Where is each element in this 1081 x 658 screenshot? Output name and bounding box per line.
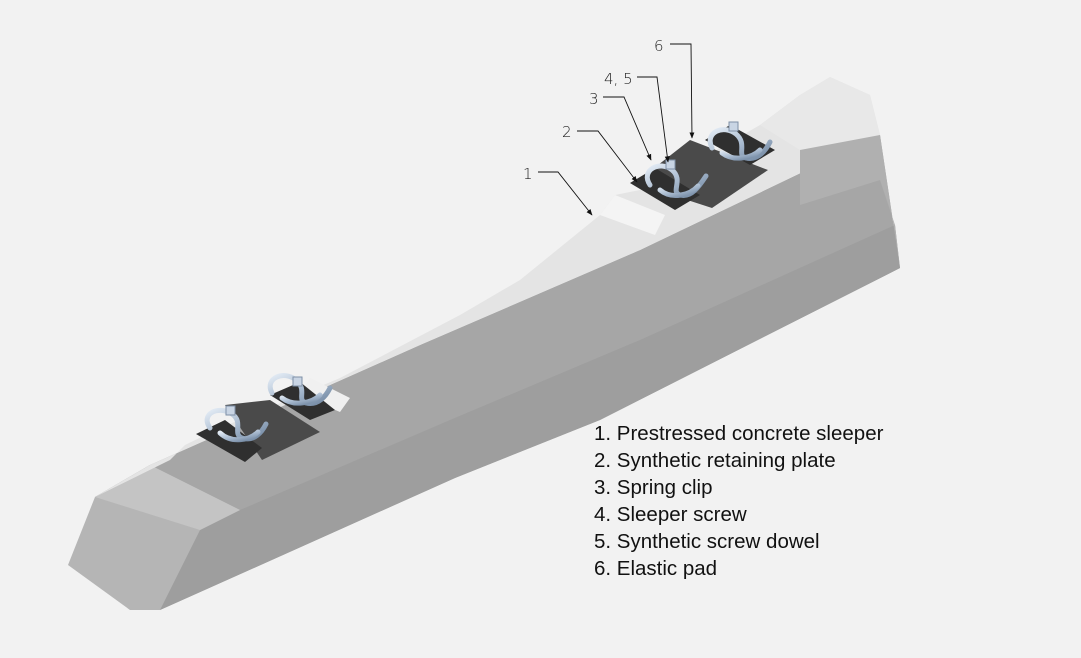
callout-4-5: 4, 5 [604, 70, 670, 163]
spring-clip-left-front [204, 407, 269, 443]
spring-clip-right-front [645, 163, 709, 198]
sleeper-right-end-side [800, 135, 900, 268]
sleeper-top-right-end [760, 77, 880, 150]
legend-item: 1. Prestressed concrete sleeper [594, 422, 884, 445]
sleeper-screw-head-right-back [728, 121, 739, 132]
spring-clip-left-back [267, 373, 333, 407]
callout-label-4-5: 4, 5 [604, 70, 633, 88]
leader-line-3 [603, 96, 652, 161]
legend-item: 2. Synthetic retaining plate [594, 449, 836, 472]
callout-label-3: 3 [589, 90, 599, 108]
legend: 1. Prestressed concrete sleeper 2. Synth… [594, 420, 883, 582]
callout-6: 6 [654, 37, 695, 139]
legend-item: 6. Elastic pad [594, 557, 718, 580]
sleeper-screw-head-left-back [292, 376, 303, 387]
spring-clip-right-back [707, 127, 773, 161]
leader-line-2 [577, 130, 638, 183]
callout-3: 3 [589, 90, 652, 161]
callout-1: 1 [523, 165, 593, 216]
legend-item: 4. Sleeper screw [594, 503, 747, 526]
fastening-assembly-left [196, 373, 335, 462]
sleeper-end-chamfer-left [95, 465, 240, 530]
legend-item: 5. Synthetic screw dowel [594, 530, 820, 553]
callout-label-1: 1 [523, 165, 533, 183]
leader-line-6 [670, 43, 695, 139]
sleeper-side-lower [160, 225, 900, 610]
leader-line-4-5 [637, 76, 670, 163]
rail-seat-right-ramp [600, 195, 665, 235]
sleeper-screw-head-right [665, 159, 676, 170]
legend-item: 3. Spring clip [594, 476, 713, 499]
sleeper-screw-head-left [225, 405, 236, 416]
fastening-assembly-right [630, 121, 775, 210]
elastic-pad-left [225, 400, 320, 460]
callout-2: 2 [562, 123, 638, 183]
callout-label-6: 6 [654, 37, 664, 55]
callout-label-2: 2 [562, 123, 572, 141]
leader-line-1 [538, 171, 593, 216]
